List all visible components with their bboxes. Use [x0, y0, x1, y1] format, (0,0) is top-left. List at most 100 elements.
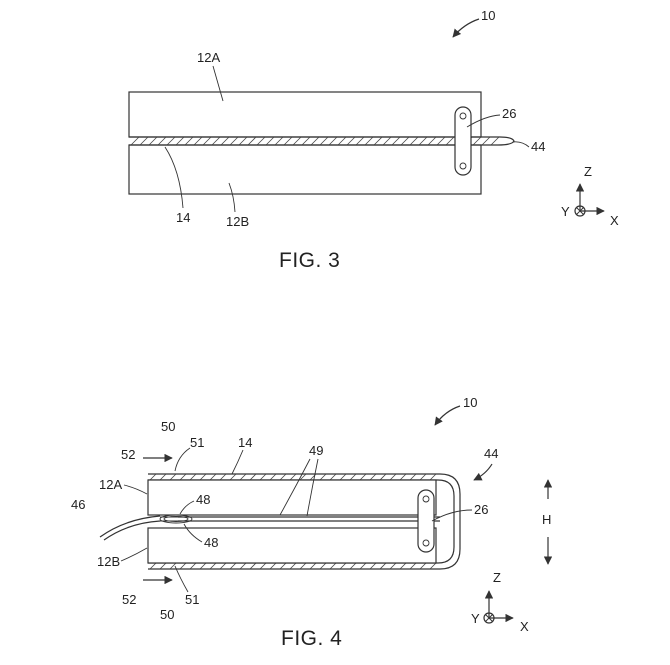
hatch-line — [279, 473, 287, 481]
fig3-lower-panel — [128, 144, 482, 195]
hatch-line — [329, 562, 337, 570]
hatch-line — [274, 136, 284, 146]
hatch-line — [369, 562, 377, 570]
hatch-line — [339, 473, 347, 481]
hatch-line — [472, 136, 482, 146]
hatch-line — [399, 562, 407, 570]
hatch-line — [189, 562, 197, 570]
hatch-line — [175, 136, 185, 146]
fig4-caption: FIG. 4 — [281, 627, 342, 650]
hatch-line — [289, 473, 297, 481]
fig4-label-height: H — [542, 512, 551, 527]
hatch-line — [229, 562, 237, 570]
fig4-group: 10 — [71, 395, 553, 650]
hatch-line — [391, 136, 401, 146]
hatch-line — [379, 562, 387, 570]
hatch-line — [389, 473, 397, 481]
hatch-line — [149, 562, 157, 570]
hatch-line — [382, 136, 392, 146]
hatch-line — [418, 136, 428, 146]
hatch-line — [328, 136, 338, 146]
hatch-line — [169, 473, 177, 481]
hatch-line — [279, 562, 287, 570]
fig3-device-arrow — [452, 18, 480, 38]
fig4-leader-gap-top — [179, 500, 195, 515]
fig4-leader-upper-panel — [123, 484, 148, 495]
hatch-line — [179, 562, 187, 570]
hatch-line — [169, 562, 177, 570]
fig4-label-hinge: 26 — [474, 502, 488, 517]
hatch-line — [379, 473, 387, 481]
fig4-gap-coil — [159, 514, 193, 524]
fig4-inner-layer — [178, 516, 440, 522]
hatch-line — [299, 562, 307, 570]
fig4-label-face-top: 52 — [121, 447, 135, 462]
hatch-line — [400, 136, 410, 146]
hatch-line — [238, 136, 248, 146]
fig3-leader-tail — [512, 141, 530, 148]
fig4-label-lower-panel: 12B — [97, 554, 120, 569]
fig3-leader-upper-panel — [212, 65, 224, 102]
hatch-line — [148, 136, 158, 146]
fig4-cable-edge — [103, 520, 161, 541]
hatch-line — [159, 473, 167, 481]
fig4-label-gap-top: 48 — [196, 492, 210, 507]
hatch-line — [445, 136, 455, 146]
hatch-line — [247, 136, 257, 146]
hatch-line — [265, 136, 275, 146]
hatch-line — [139, 136, 149, 146]
fig3-axis-y: Y — [561, 204, 570, 219]
fig3-axis-z: Z — [584, 164, 592, 179]
fig3-label-device: 10 — [481, 8, 495, 23]
hatch-line — [329, 473, 337, 481]
fig3-label-lower-panel: 12B — [226, 214, 249, 229]
hatch-line — [149, 473, 157, 481]
fig4-axis-x: X — [520, 619, 529, 634]
hatch-line — [209, 473, 217, 481]
hatch-line — [219, 562, 227, 570]
fig4-lower-panel — [147, 527, 437, 564]
hatch-line — [130, 136, 140, 146]
hatch-line — [319, 473, 327, 481]
fig4-axis-y: Y — [471, 611, 480, 626]
hatch-line — [319, 562, 327, 570]
hatch-line — [359, 473, 367, 481]
hatch-line — [339, 562, 347, 570]
fig4-leader-edge-top — [174, 447, 191, 472]
hatch-line — [211, 136, 221, 146]
hatch-line — [259, 473, 267, 481]
hatch-line — [349, 473, 357, 481]
hatch-line — [427, 136, 437, 146]
hatch-line — [199, 473, 207, 481]
hatch-line — [283, 136, 293, 146]
fig3-hinge — [454, 106, 472, 176]
fig4-label-cable: 46 — [71, 497, 85, 512]
hatch-line — [409, 473, 417, 481]
hatch-line — [399, 473, 407, 481]
fig4-label-edge-bottom: 51 — [185, 592, 199, 607]
hatch-line — [299, 473, 307, 481]
hatch-line — [269, 562, 277, 570]
hatch-line — [309, 562, 317, 570]
hatch-line — [419, 473, 427, 481]
fig4-cable — [99, 515, 161, 538]
hatch-line — [436, 136, 446, 146]
hatch-line — [256, 136, 266, 146]
hatch-line — [269, 473, 277, 481]
fig3-axes: Z Y X — [561, 164, 619, 228]
fig4-label-gap-bottom: 48 — [204, 535, 218, 550]
hatch-line — [239, 473, 247, 481]
fig4-label-edge-top: 51 — [190, 435, 204, 450]
hatch-line — [220, 136, 230, 146]
hatch-line — [199, 562, 207, 570]
hatch-line — [319, 136, 329, 146]
fig4-label-device: 10 — [463, 395, 477, 410]
hatch-line — [310, 136, 320, 146]
hatch-line — [249, 562, 257, 570]
hatch-line — [409, 562, 417, 570]
fig4-height-dimension: H — [542, 479, 553, 565]
hatch-line — [481, 136, 491, 146]
hatch-line — [189, 473, 197, 481]
fig3-label-flexible-layer: 14 — [176, 210, 190, 225]
